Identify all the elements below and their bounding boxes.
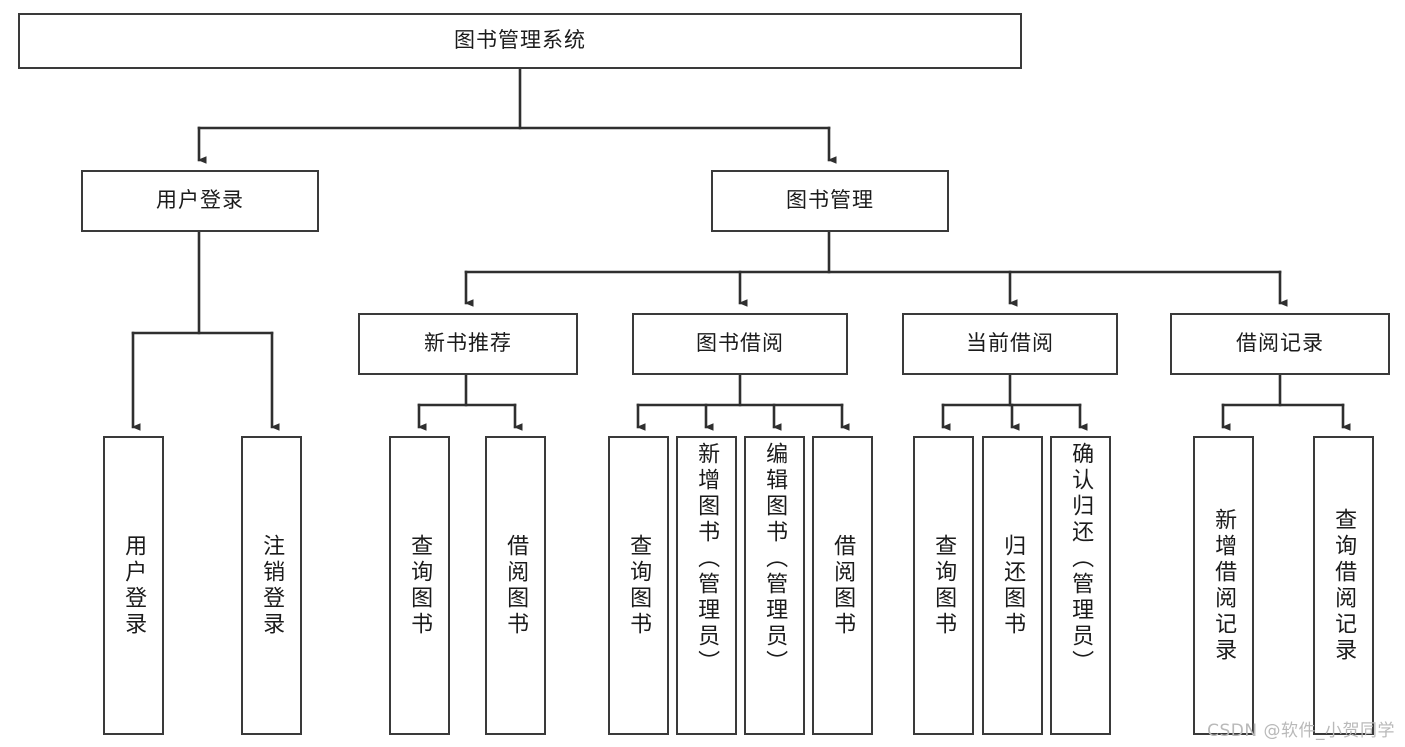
node-label: 用户登录 <box>156 188 244 213</box>
node-label: 查询图书 <box>931 533 957 638</box>
node-label: 新增借阅记录 <box>1211 507 1237 664</box>
node-leaf-rec-borrow-book[interactable]: 借阅图书 <box>485 436 546 735</box>
node-leaf-cur-query-book[interactable]: 查询图书 <box>913 436 974 735</box>
node-label: 归还图书 <box>1000 533 1026 638</box>
node-current-borrow[interactable]: 当前借阅 <box>902 313 1118 375</box>
node-leaf-rec-add-record[interactable]: 新增借阅记录 <box>1193 436 1254 735</box>
node-leaf-user-login[interactable]: 用户登录 <box>103 436 164 735</box>
node-book-borrow[interactable]: 图书借阅 <box>632 313 848 375</box>
node-label: 查询图书 <box>407 533 433 638</box>
node-label: 新书推荐 <box>424 331 512 356</box>
node-label: 确认归还（管理员） <box>1068 442 1094 676</box>
node-leaf-borrow-add-book[interactable]: 新增图书（管理员） <box>676 436 737 735</box>
node-label: 图书管理 <box>786 188 874 213</box>
node-leaf-borrow-borrow-book[interactable]: 借阅图书 <box>812 436 873 735</box>
node-label: 图书借阅 <box>696 331 784 356</box>
node-label: 新增图书（管理员） <box>694 442 720 676</box>
node-label: 编辑图书（管理员） <box>762 442 788 676</box>
node-leaf-user-logout[interactable]: 注销登录 <box>241 436 302 735</box>
node-label: 图书管理系统 <box>454 28 586 53</box>
node-label: 借阅图书 <box>503 533 529 638</box>
node-borrow-record[interactable]: 借阅记录 <box>1170 313 1390 375</box>
node-label: 当前借阅 <box>966 331 1054 356</box>
node-label: 查询借阅记录 <box>1331 507 1357 664</box>
node-label: 注销登录 <box>259 533 285 638</box>
node-leaf-rec-query-book[interactable]: 查询图书 <box>389 436 450 735</box>
node-leaf-borrow-edit-book[interactable]: 编辑图书（管理员） <box>744 436 805 735</box>
node-leaf-cur-confirm-return[interactable]: 确认归还（管理员） <box>1050 436 1111 735</box>
node-label: 用户登录 <box>121 533 147 638</box>
node-user-login[interactable]: 用户登录 <box>81 170 319 232</box>
node-label: 查询图书 <box>626 533 652 638</box>
node-leaf-rec-query-record[interactable]: 查询借阅记录 <box>1313 436 1374 735</box>
node-label: 借阅记录 <box>1236 331 1324 356</box>
node-root-system[interactable]: 图书管理系统 <box>18 13 1022 69</box>
node-leaf-borrow-query-book[interactable]: 查询图书 <box>608 436 669 735</box>
node-leaf-cur-return-book[interactable]: 归还图书 <box>982 436 1043 735</box>
node-book-manage[interactable]: 图书管理 <box>711 170 949 232</box>
node-new-book-rec[interactable]: 新书推荐 <box>358 313 578 375</box>
csdn-watermark: CSDN @软件_小贺同学 <box>1207 721 1395 741</box>
node-label: 借阅图书 <box>830 533 856 638</box>
